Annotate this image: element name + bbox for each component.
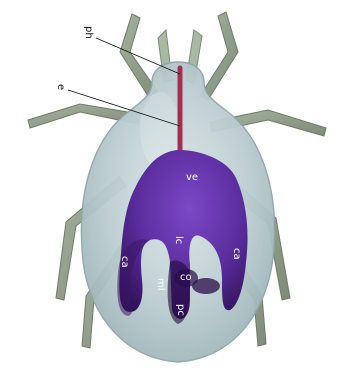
label-lc: lc bbox=[173, 236, 184, 244]
malpighian-lobe bbox=[192, 278, 220, 294]
label-ca-left: ca bbox=[119, 256, 130, 268]
label-ml: ml bbox=[155, 278, 166, 291]
leg-front-right bbox=[200, 12, 238, 100]
label-ve: ve bbox=[186, 172, 198, 183]
label-e: e bbox=[55, 84, 66, 90]
label-ca-right: ca bbox=[231, 248, 242, 260]
label-pc: pc bbox=[175, 304, 186, 316]
label-co: co bbox=[180, 272, 192, 283]
label-ph: ph bbox=[83, 26, 94, 39]
